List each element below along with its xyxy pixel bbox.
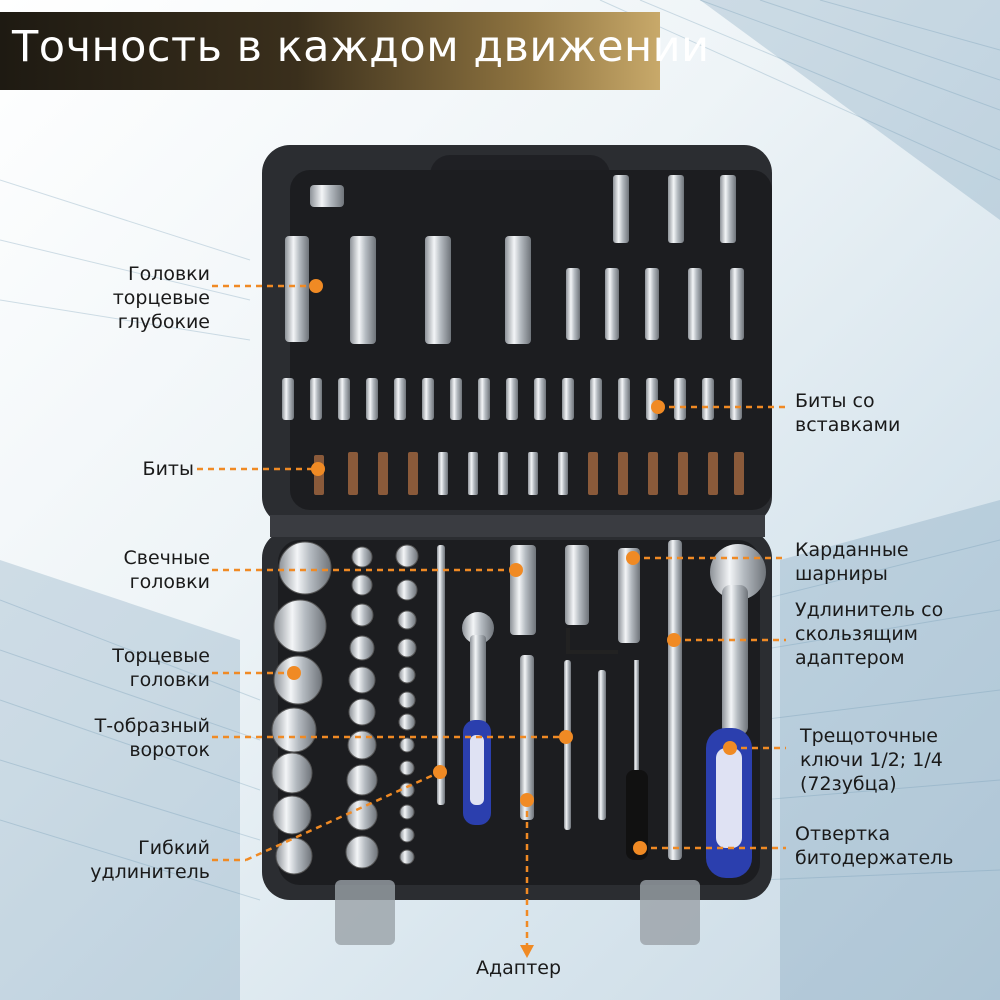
label-bits: Биты bbox=[142, 458, 194, 480]
universal-joint bbox=[618, 548, 640, 643]
title-banner: Точность в каждом движении bbox=[0, 12, 709, 90]
label-bit-sockets: Биты со вставками bbox=[795, 390, 901, 436]
case-hinge bbox=[270, 515, 765, 537]
screwdriver-shaft bbox=[634, 660, 639, 780]
slider-extension-bar bbox=[668, 540, 682, 860]
bit-sockets-row bbox=[282, 378, 742, 420]
label-extension-slider: Удлинитель со скользящим адаптером bbox=[795, 599, 944, 669]
flex-extension-bar bbox=[437, 545, 445, 805]
spark-plug-socket-1 bbox=[510, 545, 536, 635]
label-ratchets: Трещоточные ключи 1/2; 1/4 (72зубца) bbox=[800, 725, 943, 795]
label-deep-sockets: Головки торцевые глубокие bbox=[112, 263, 210, 333]
adapter-bar bbox=[520, 655, 534, 820]
spark-plug-socket-2 bbox=[565, 545, 589, 625]
case-latch-left bbox=[335, 880, 395, 945]
t-handle-bar bbox=[564, 660, 571, 830]
label-universal-joints: Карданные шарниры bbox=[795, 539, 909, 585]
label-sockets: Торцевые головки bbox=[112, 645, 210, 691]
banner-title: Точность в каждом движении bbox=[12, 22, 710, 72]
extension-bar bbox=[598, 670, 606, 820]
deep-sockets-large bbox=[285, 236, 531, 344]
label-adapter: Адаптер bbox=[476, 957, 562, 979]
case-latch-right bbox=[640, 880, 700, 945]
label-spark-plug-sockets: Свечные головки bbox=[123, 547, 211, 593]
deep-sockets-small bbox=[566, 175, 744, 340]
label-t-handle: Т-образный вороток bbox=[94, 715, 210, 761]
label-flex-extension: Гибкий удлинитель bbox=[90, 837, 210, 883]
bits-row bbox=[314, 452, 744, 495]
label-screwdriver: Отвертка битодержатель bbox=[795, 823, 954, 869]
hex-key bbox=[566, 628, 618, 654]
screwdriver-handle bbox=[626, 770, 648, 860]
small-ratchet-head bbox=[462, 612, 494, 644]
